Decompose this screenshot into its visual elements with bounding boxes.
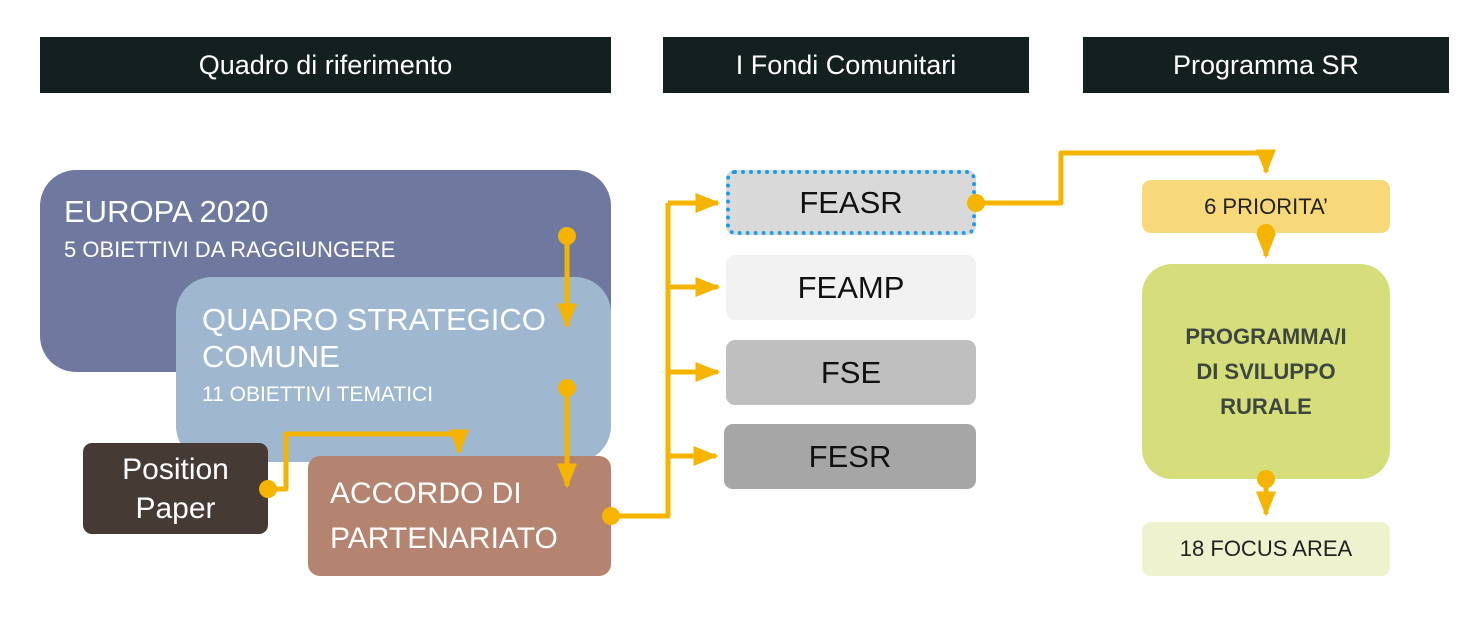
europa-title: EUROPA 2020 xyxy=(64,194,269,229)
quadro-strategico-comune-box: QUADRO STRATEGICO COMUNE 11 OBIETTIVI TE… xyxy=(176,277,611,462)
fund-feamp-label: FEAMP xyxy=(797,269,905,305)
focus-area-box: 18 FOCUS AREA xyxy=(1142,522,1390,576)
fund-fesr-label: FESR xyxy=(808,438,892,474)
accordo-label: ACCORDO DI PARTENARIATO xyxy=(330,477,558,555)
qsc-subtitle: 11 OBIETTIVI TEMATICI xyxy=(202,383,434,407)
fund-fesr: FESR xyxy=(724,424,976,489)
programma-sviluppo-rurale-label: PROGRAMMA/I DI SVILUPPO RURALE xyxy=(1185,323,1347,420)
europa-subtitle: 5 OBIETTIVI DA RAGGIUNGERE xyxy=(64,237,396,262)
accordo-di-partenariato-box: ACCORDO DI PARTENARIATO xyxy=(308,456,611,576)
fund-fse: FSE xyxy=(726,340,976,405)
position-paper-box: Position Paper xyxy=(83,443,268,534)
fund-fse-label: FSE xyxy=(820,354,882,390)
fund-feasr: FEASR xyxy=(726,170,976,235)
connector-accordo-trunk xyxy=(611,203,671,519)
header-quadro-di-riferimento: Quadro di riferimento xyxy=(40,37,611,93)
fund-feasr-label: FEASR xyxy=(799,184,903,220)
qsc-title: QUADRO STRATEGICO COMUNE xyxy=(202,302,546,375)
sei-priorita-label: 6 PRIORITA’ xyxy=(1204,193,1328,219)
header-fondi-comunitari: I Fondi Comunitari xyxy=(663,37,1029,93)
programma-sviluppo-rurale-box: PROGRAMMA/I DI SVILUPPO RURALE xyxy=(1142,264,1390,479)
header-programma-sr: Programma SR xyxy=(1083,37,1449,93)
sei-priorita-box: 6 PRIORITA’ xyxy=(1142,180,1390,233)
focus-area-label: 18 FOCUS AREA xyxy=(1179,536,1353,561)
fund-feamp: FEAMP xyxy=(726,255,976,320)
position-paper-label: Position Paper xyxy=(122,452,229,525)
